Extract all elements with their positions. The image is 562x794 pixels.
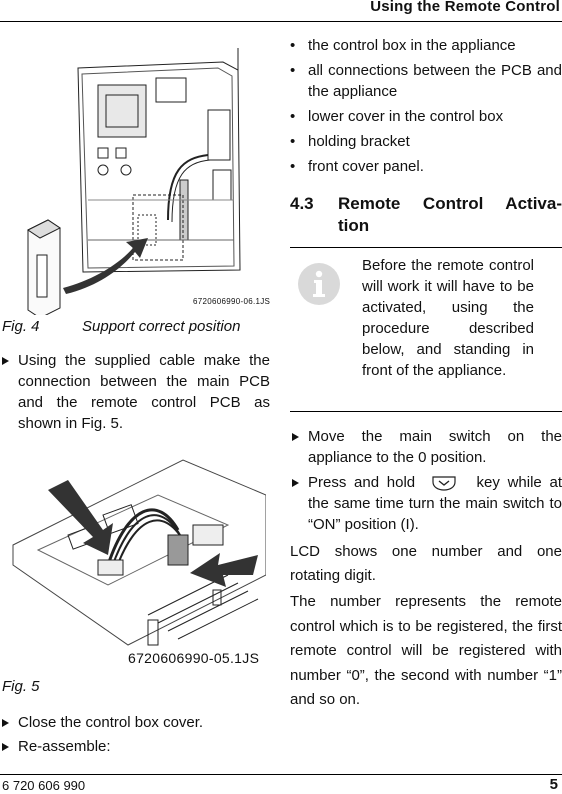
note-text: Before the remote control will work it w… bbox=[362, 257, 534, 379]
figure-5-caption: Fig. 5 bbox=[2, 678, 40, 695]
list-item: •lower cover in the control box bbox=[290, 108, 504, 125]
note-top-rule bbox=[290, 247, 562, 248]
section-title-line1: Remote Control Activa- bbox=[338, 194, 562, 213]
left-step-close-cover: Close the control box cover. bbox=[0, 712, 270, 733]
figure-5-label: Fig. 5 bbox=[2, 678, 40, 695]
paragraph-number: The number represents the remote control… bbox=[290, 593, 562, 708]
footer-rule bbox=[0, 774, 562, 775]
note-bottom-rule bbox=[290, 411, 562, 412]
list-item: •front cover panel. bbox=[290, 158, 424, 175]
figure-4-code: 6720606990-06.1JS bbox=[193, 297, 271, 306]
paragraph-lcd: LCD shows one number and one rotating di… bbox=[290, 543, 562, 584]
list-item: •holding bracket bbox=[290, 133, 410, 150]
list-item: •all connections between the PCB and the… bbox=[290, 62, 562, 100]
left-step-connect-cable: Using the supplied cable make the connec… bbox=[0, 350, 270, 434]
step-arrow-icon bbox=[292, 433, 299, 441]
running-header: Using the Remote Control bbox=[370, 0, 560, 15]
figure-4-illustration bbox=[27, 48, 241, 315]
header-rule bbox=[0, 21, 562, 22]
chevron-down-key-icon bbox=[432, 476, 456, 491]
figure-5-code: 6720606990-05.1JS bbox=[128, 650, 260, 666]
step-arrow-icon bbox=[292, 479, 299, 487]
figure-4-label: Fig. 4 bbox=[2, 318, 40, 335]
step-arrow-icon bbox=[2, 743, 9, 751]
right-step-main-switch: Move the main switch on the appliance to… bbox=[290, 426, 562, 468]
right-step-press-key: Press and hold key while at the same tim… bbox=[290, 472, 562, 535]
info-icon bbox=[298, 263, 340, 305]
figure-4-caption-text: Support correct position bbox=[82, 318, 241, 335]
list-item: •the control box in the appliance bbox=[290, 37, 516, 54]
step-arrow-icon bbox=[2, 719, 9, 727]
document-number: 6 720 606 990 bbox=[2, 778, 86, 793]
step-arrow-icon bbox=[2, 357, 9, 365]
section-number: 4.3 bbox=[290, 194, 314, 213]
figure-4-caption: Fig. 4 Support correct position bbox=[2, 318, 240, 335]
section-title-line2: tion bbox=[338, 216, 370, 235]
section-heading: 4.3 Remote Control Activa- tion bbox=[290, 193, 562, 239]
page-number: 5 bbox=[549, 776, 558, 793]
figure-5-illustration bbox=[12, 459, 266, 646]
left-step-reassemble: Re-assemble: bbox=[0, 736, 270, 757]
